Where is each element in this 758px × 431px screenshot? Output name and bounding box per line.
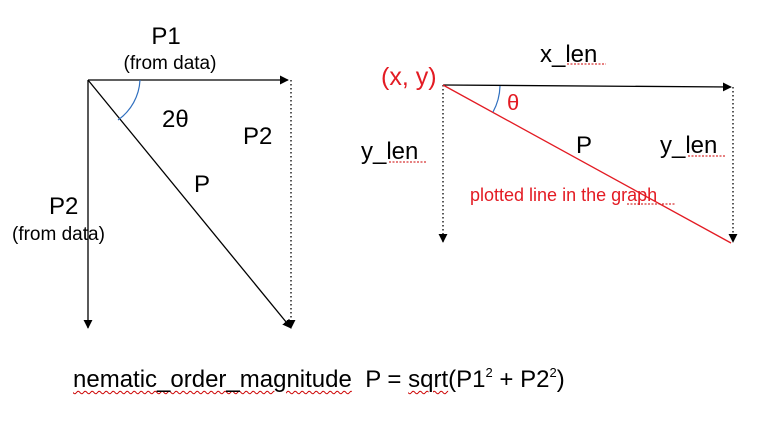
p-label-left: P (194, 171, 210, 198)
formula: nematic_order_magnitude P = sqrt(P12 + P… (73, 365, 565, 394)
p2-right-label: P2 (243, 123, 272, 150)
p-diagonal-arrow (87, 79, 292, 329)
angle-arc-theta (492, 85, 501, 113)
plotted-line (442, 84, 732, 244)
angle-label-2theta: 2θ (162, 106, 189, 133)
p2-left-label: P2 (49, 193, 78, 220)
x-len-arrow (442, 82, 732, 92)
p-label-right: P (576, 132, 592, 159)
right-diagram: (x, y) x_len θ y_len P y_len plotted lin… (361, 41, 738, 244)
formula-sqrt: sqrt (408, 366, 449, 393)
theta-label: θ (507, 90, 519, 115)
left-diagram: P1 (from data) 2θ P2 P P2 (from data) (12, 23, 296, 329)
plotted-line-label: plotted line in the graph (470, 185, 657, 205)
origin-label: (x, y) (381, 63, 437, 91)
formula-exp2: 2 (549, 365, 557, 380)
angle-arc-2theta (117, 79, 141, 121)
formula-exp1: 2 (485, 365, 493, 380)
p2-note: (from data) (12, 224, 105, 245)
p1-note: (from data) (124, 53, 217, 74)
p1-label: P1 (151, 23, 180, 50)
formula-open: (P1 (448, 366, 486, 393)
y-len-right-label: y_len (660, 132, 717, 159)
formula-lhs: P = (365, 366, 409, 393)
formula-name: nematic_order_magnitude (73, 366, 352, 393)
formula-close: ) (556, 366, 565, 393)
formula-plus: + P2 (492, 366, 550, 393)
y-len-left-label: y_len (361, 138, 418, 165)
